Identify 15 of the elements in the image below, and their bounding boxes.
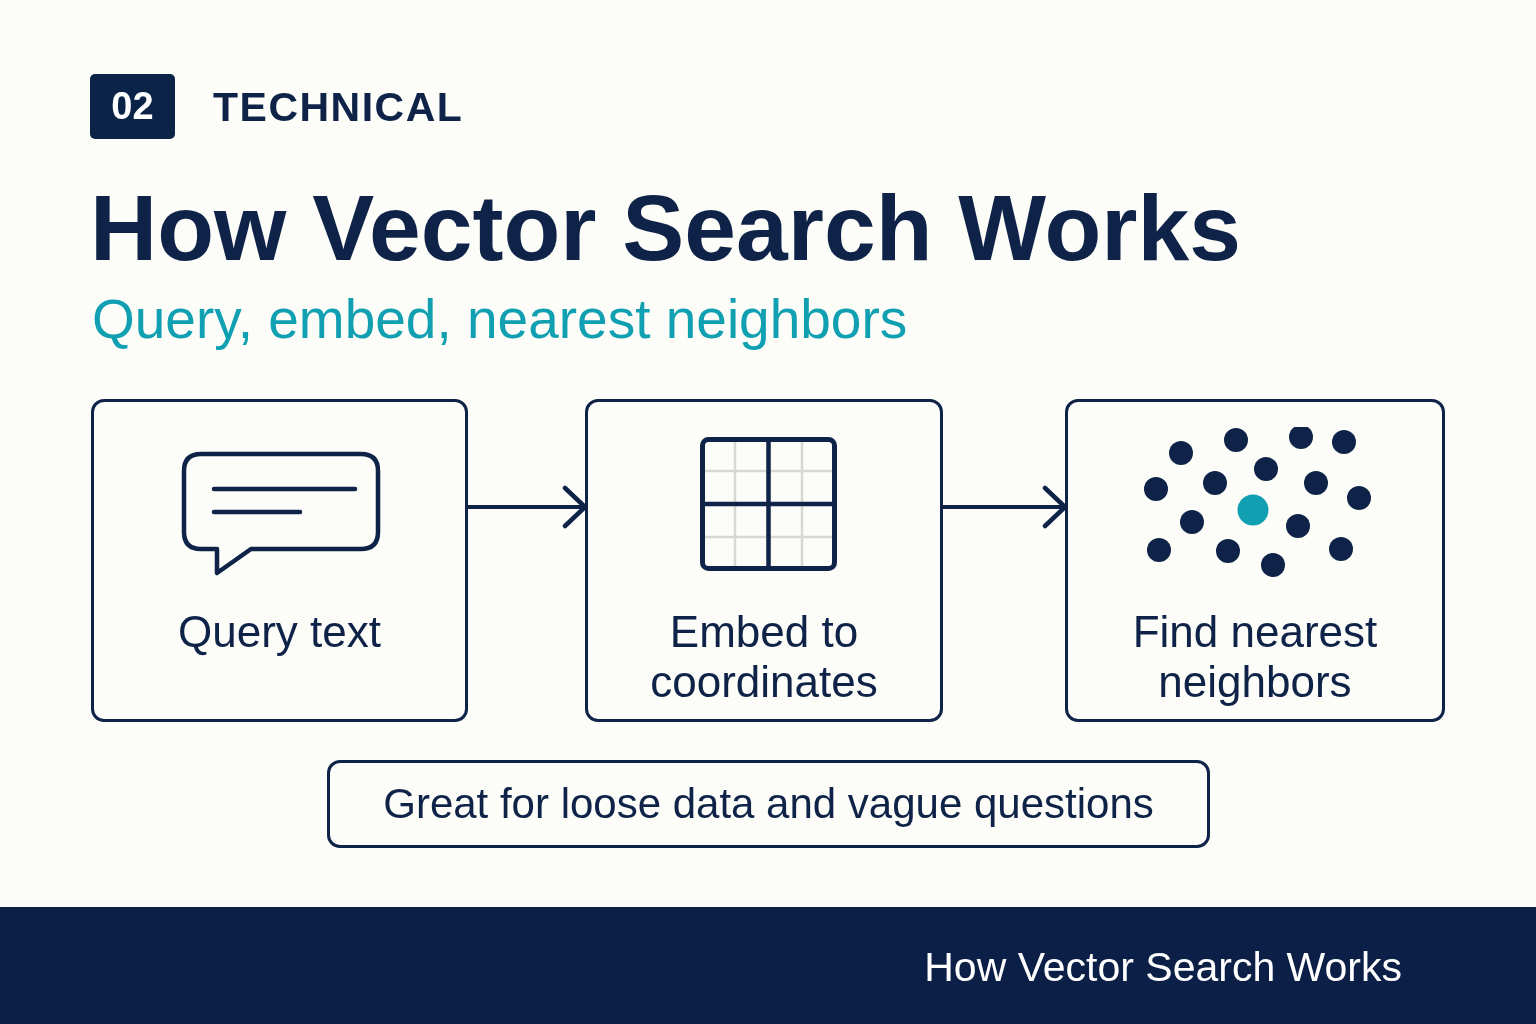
process-box bbox=[91, 399, 468, 722]
section-number-badge: 02 bbox=[90, 74, 175, 139]
process-box bbox=[1065, 399, 1445, 722]
step-label: Embed to coordinates bbox=[649, 607, 879, 707]
process-box bbox=[585, 399, 943, 722]
page-title: How Vector Search Works bbox=[90, 175, 1241, 282]
arrow bbox=[943, 485, 1068, 529]
note-box bbox=[327, 760, 1210, 848]
arrow bbox=[468, 485, 588, 529]
note-text: Great for loose data and vague questions bbox=[382, 779, 1155, 829]
subtitle: Query, embed, nearest neighbors bbox=[92, 287, 908, 351]
step-label: Find nearest neighbors bbox=[1131, 607, 1379, 707]
section-label: TECHNICAL bbox=[213, 83, 464, 131]
footer-title: How Vector Search Works bbox=[924, 943, 1402, 992]
step-label: Query text bbox=[177, 607, 382, 657]
